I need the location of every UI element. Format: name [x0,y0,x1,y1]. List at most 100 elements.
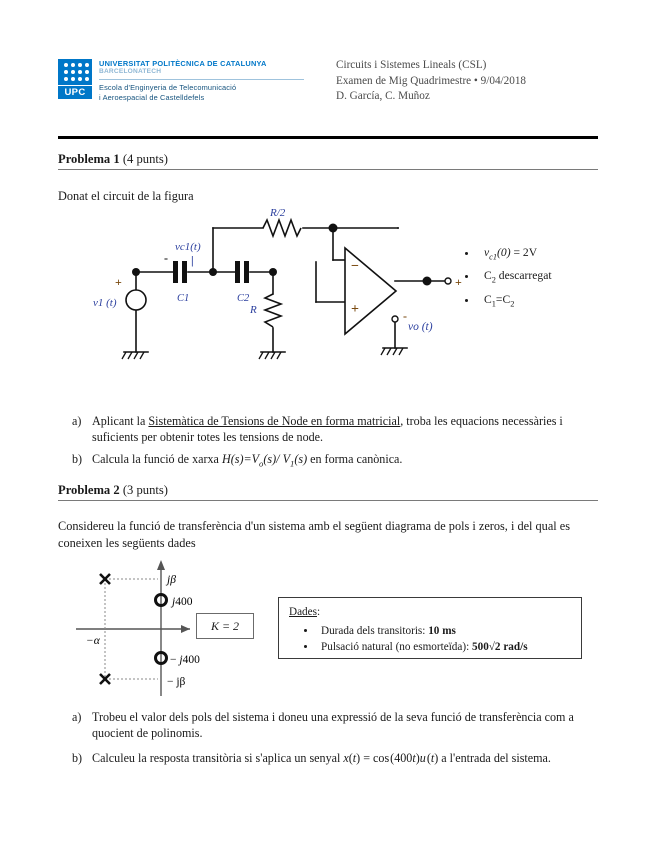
capacitor-c1-symbol [173,261,187,283]
list-item: b) Calcula la funció de xarxa H(s)=Vo(s)… [58,452,606,472]
ground-symbol-left [121,351,145,360]
pole-zero-diagram: jβ j400 − j400 − jβ −α [72,558,272,700]
item-body: Trobeu el valor dels pols del sistema i … [92,710,574,740]
label-resistor-rhalf: R/2 [269,207,286,219]
node-dot-output [422,276,432,286]
item-text-pre: Calculeu la resposta transitòria si s'ap… [92,751,344,765]
problem2-title: Problema 2 [58,483,120,497]
dades-item-value: 500√2 [472,641,501,653]
problem1-conditions: vc1(0) = 2V C2 descarregat C1=C2 [462,243,612,313]
output-terminal-plus [444,277,452,285]
dades-item-label: Pulsació natural (no esmorteïda): [321,641,472,653]
node-dot-feedback [328,223,338,233]
label-zero-lower: − j400 [170,654,200,666]
condition-item: vc1(0) = 2V [478,243,612,266]
cap1-polarity-plus: | [191,253,194,267]
real-axis-arrow-icon [181,625,190,633]
circuit-schematic-svg: R/2 vc1(t) C1 C2 R v1 (t) vo (t) + - | −… [93,207,462,360]
zero-marker-upper [154,593,168,607]
item-marker: a) [72,414,82,428]
pole-guide-lines [104,578,158,680]
school-name-line1: Escola d'Enginyeria de Telecomunicació [99,82,237,92]
item-marker: b) [72,452,83,466]
list-item: a) Trobeu el valor dels pols del sistema… [58,710,606,741]
opamp-symbol [344,246,398,336]
gain-box: K = 2 [196,613,254,639]
label-zero-upper: j400 [170,596,193,608]
dades-item-label: Durada dels transitoris: [321,625,429,637]
label-source: v1 (t) [93,297,117,309]
upc-acronym: UPC [58,86,92,99]
pole-zero-svg: jβ j400 − j400 − jβ −α [76,560,200,696]
condition-item: C1=C2 [478,290,612,313]
problem2-intro: Considereu la funció de transferència d'… [58,519,571,550]
logo-divider [99,78,304,80]
exam-title: Examen de Mig Quadrimestre • 9/04/2018 [336,74,527,87]
node-dot-input [132,268,140,276]
problem1-heading: Problema 1 (4 punts) [58,152,598,170]
resistor-r-symbol [262,293,284,328]
output-plus-sign: + [455,275,462,289]
document-header: UPC UNIVERSITAT POLITÈCNICA DE CATALUNYA… [58,58,598,105]
label-node-voltage: vc1(t) [175,241,201,253]
label-output-voltage: vo (t) [408,321,433,333]
label-cap-c1: C1 [177,293,189,304]
label-jbeta-negative: − jβ [167,676,186,688]
item-text-post: en forma canònica. [307,452,403,466]
instructors: D. García, C. Muñoz [336,90,430,102]
item-formula: H(s)=Vo(s)/ V1(s) [221,452,308,469]
opamp-noninverting-label: + [351,302,359,317]
problem2-heading: Problema 2 (3 punts) [58,483,598,501]
problem1-rule [58,169,598,170]
label-resistor-r: R [249,304,257,316]
pole-marker-upper [99,573,111,585]
item-text-underlined: Sistemàtica de Tensions de Node en forma… [148,414,401,428]
dades-colon: : [316,606,321,618]
course-info: Circuits i Sistemes Lineals (CSL) Examen… [336,58,526,105]
problem2-points: (3 punts) [122,483,168,497]
ground-symbol-output [380,347,404,356]
item-text-pre: Calcula la funció de xarxa [92,452,222,466]
source-polarity-plus: + [115,275,122,289]
problem1-questions: a) Aplicant la Sistemàtica de Tensions d… [58,414,606,479]
item-body: Calcula la funció de xarxa H(s)=Vo(s)/ V… [92,452,606,472]
item-text-post: , troba les equacions necessàries i sufi… [92,414,563,444]
item-body: Calculeu la resposta transitòria si s'ap… [92,748,606,769]
output-terminal-minus [391,315,399,323]
item-text-pre: Aplicant la [92,414,149,428]
dades-item: Durada dels transitoris: 10 ms [317,623,573,639]
label-sigma-axis: −α [86,635,101,647]
imag-axis-arrow-icon [157,560,165,570]
problem1-points: (4 punts) [122,152,168,166]
problem1-intro: Donat el circuit de la figura [58,189,194,203]
zero-marker-lower [154,651,168,665]
resistor-rhalf-symbol [262,217,302,239]
item-body: Aplicant la Sistemàtica de Tensions de N… [92,414,606,445]
barcelonatech-label: BARCELONATECH [99,68,162,75]
gain-value: K = 2 [210,618,240,633]
upc-dot-grid-icon [58,59,92,85]
pole-marker-lower [99,673,111,685]
dades-box: Dades: Durada dels transitoris: 10 ms Pu… [278,597,582,659]
condition-item: C2 descarregat [478,266,612,289]
school-name-line2: i Aeroespacial de Castelldefels [99,92,205,102]
dades-item-unit: rad/s [503,641,528,653]
list-item: b) Calculeu la resposta transitòria si s… [58,748,606,769]
list-item: a) Aplicant la Sistemàtica de Tensions d… [58,414,606,445]
dades-title: Dades [289,606,317,618]
item-text-post: a l'entrada del sistema. [438,751,551,765]
dades-item: Pulsació natural (no esmorteïda): 500√2 … [317,639,573,655]
capacitor-c2-symbol [235,261,249,283]
circuit-figure: R/2 vc1(t) C1 C2 R v1 (t) vo (t) + - | −… [58,200,478,380]
problem2-rule [58,500,598,501]
item-formula: x(t) = cos (400t)u (t) [343,751,439,765]
upc-logo-mark: UPC [58,59,92,99]
upc-logo: UPC UNIVERSITAT POLITÈCNICA DE CATALUNYA… [58,58,310,103]
header-rule [58,136,598,139]
item-marker: a) [72,710,82,724]
voltage-source-symbol [125,289,147,311]
label-cap-c2: C2 [237,293,250,304]
node-dot-r [269,268,277,276]
upc-logo-text: UNIVERSITAT POLITÈCNICA DE CATALUNYA BAR… [99,58,304,103]
